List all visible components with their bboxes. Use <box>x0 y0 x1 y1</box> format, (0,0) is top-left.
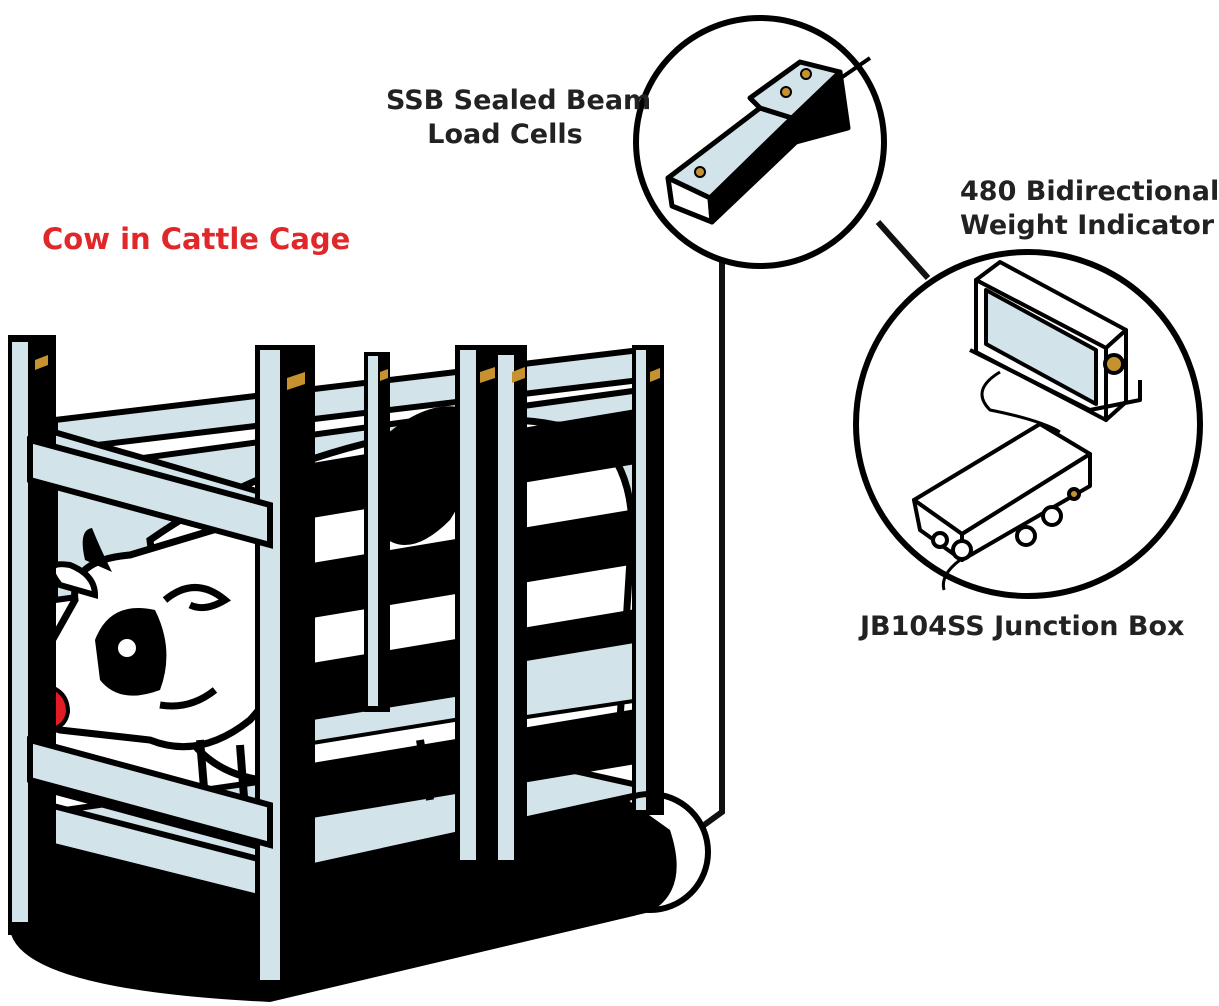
indicator-cable <box>980 370 1061 434</box>
weight-indicator-icon <box>969 260 1142 422</box>
indicator-callout <box>853 249 1203 599</box>
connector-cables <box>698 220 931 831</box>
weight-indicator-label-line2: Weight Indicator <box>960 210 1215 241</box>
cow-brow <box>162 584 232 612</box>
load-cell-location-circle <box>589 791 711 913</box>
side-rail-upper <box>27 436 273 549</box>
load-cells-label: SSB Sealed Beam Load Cells <box>386 84 652 152</box>
cow-in-cattle-cage-label: Cow in Cattle Cage <box>42 222 351 256</box>
cow-mouth <box>159 687 218 710</box>
weight-indicator-label-line1: 480 Bidirectional <box>960 176 1219 207</box>
junction-box-icon <box>912 422 1092 591</box>
load-cell-bolts <box>694 68 812 178</box>
load-cell-callout <box>633 15 887 269</box>
load-cells-label-line2: Load Cells <box>427 119 583 150</box>
load-cells-label-line1: SSB Sealed Beam <box>386 85 652 116</box>
cattle-cage <box>8 335 677 1002</box>
cage-posts <box>8 335 664 985</box>
cow-horn <box>82 528 112 572</box>
cow-eye <box>118 639 136 657</box>
post-bolts <box>35 355 660 390</box>
junction-box-label: JB104SS Junction Box <box>860 611 1185 642</box>
weight-indicator-label: 480 Bidirectional Weight Indicator <box>960 175 1219 243</box>
side-rail-lower <box>27 736 273 849</box>
